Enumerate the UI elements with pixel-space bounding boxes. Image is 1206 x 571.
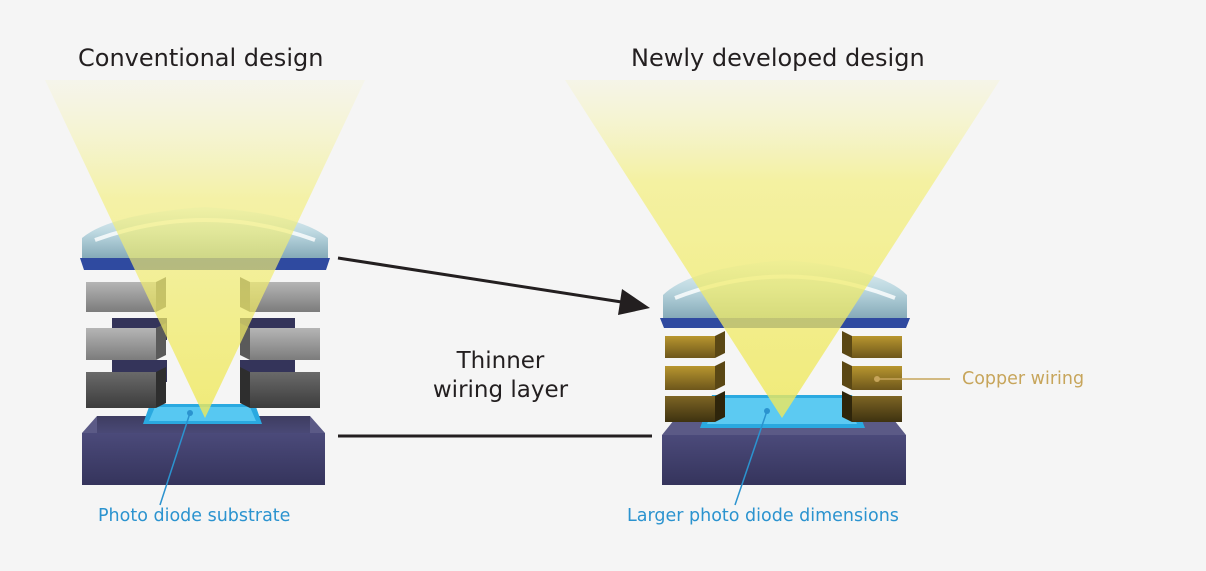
copper-wiring-callout: Copper wiring — [962, 369, 1085, 389]
arrowhead-icon — [618, 289, 650, 315]
right-copper-wiring-blocks — [665, 331, 902, 422]
comparison-arrows — [337, 256, 652, 438]
left-wiring-blocks — [86, 277, 320, 408]
new-design-title: Newly developed design — [631, 44, 925, 72]
new-sensor — [565, 80, 1000, 485]
larger-photo-diode-callout: Larger photo diode dimensions — [627, 506, 899, 526]
thinner-wiring-line1: Thinner — [456, 348, 545, 374]
conventional-sensor — [45, 80, 365, 485]
thinner-wiring-line2: wiring layer — [432, 377, 569, 403]
left-light-beam — [45, 80, 365, 418]
conventional-title: Conventional design — [78, 44, 324, 72]
left-substrate — [82, 416, 325, 485]
right-substrate — [662, 420, 906, 485]
photo-diode-substrate-callout: Photo diode substrate — [98, 506, 291, 526]
callout-leaders — [159, 376, 950, 506]
right-light-beam — [565, 80, 1000, 418]
thinner-wiring-label: Thinner wiring layer — [408, 347, 593, 405]
